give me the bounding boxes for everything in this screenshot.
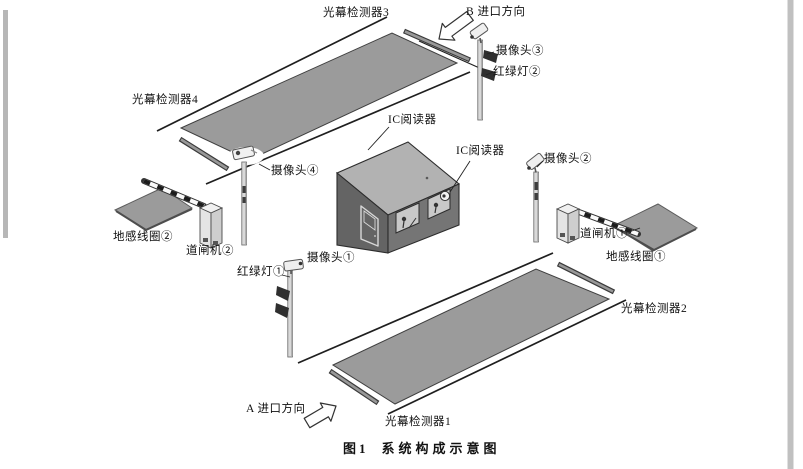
booth-door-icon — [360, 205, 379, 247]
camera-3-icon — [469, 22, 489, 44]
camera-pole-4 — [228, 145, 264, 246]
barrier-gate-1 — [555, 203, 641, 244]
leader-lines — [258, 51, 641, 278]
traffic-light-2-icon — [481, 50, 498, 81]
lane-a-right-emitter-bar — [556, 261, 616, 295]
figure-caption: 图1 系统构成示意图 — [343, 438, 501, 457]
label-light-curtain-1: 光幕检测器1 — [385, 416, 452, 428]
label-ground-coil-1: 地感线圈① — [606, 251, 666, 263]
label-light-curtain-4: 光幕检测器4 — [132, 94, 199, 106]
label-camera-2: 摄像头② — [544, 153, 592, 165]
ground-coil-1 — [611, 203, 699, 252]
lane-b-end-line — [418, 40, 485, 71]
camera-2-icon — [526, 152, 545, 173]
barrier-gate-2 — [141, 178, 224, 249]
label-entry-b-direction: B 进口方向 — [466, 6, 526, 18]
camera-pole-3 — [469, 22, 498, 121]
label-camera-1: 摄像头① — [307, 252, 355, 264]
ic-reader-device-icon — [439, 190, 451, 202]
label-barrier-gate-2: 道闸机② — [186, 245, 234, 257]
scan-edge-left — [3, 10, 8, 238]
label-camera-3: 摄像头③ — [496, 45, 544, 57]
camera-pole-2 — [526, 152, 545, 243]
figure-caption-title: 系统构成示意图 — [381, 441, 501, 456]
lane-a — [297, 252, 627, 415]
label-traffic-light-2: 红绿灯② — [493, 66, 541, 78]
label-barrier-gate-1: 道闸机① — [580, 228, 628, 240]
roof-vent-dot — [425, 176, 429, 180]
label-traffic-light-1: 红绿灯① — [237, 266, 285, 278]
leader-barrier-gate-1 — [628, 227, 641, 233]
lane-b-right-emitter-bar — [402, 28, 472, 63]
figure-caption-number: 图1 — [343, 441, 369, 456]
label-light-curtain-2: 光幕检测器2 — [621, 303, 688, 315]
camera-pole-1 — [275, 258, 304, 358]
leader-camera-2 — [536, 160, 544, 168]
scan-edge-right — [787, 0, 794, 469]
lane-a-surface — [331, 268, 611, 405]
light-curtain-1-line — [387, 299, 627, 415]
barrier-arm-1-icon — [568, 206, 641, 237]
label-ic-reader-right: IC阅读器 — [456, 145, 505, 157]
light-curtain-upper-line — [297, 252, 554, 364]
lane-b-surface — [179, 32, 459, 161]
leader-traffic-light-1 — [281, 274, 291, 278]
light-curtain-3-line — [156, 16, 388, 132]
lane-b — [156, 16, 485, 185]
booth-window-left — [395, 202, 420, 234]
camera-4-icon — [232, 145, 258, 161]
label-ground-coil-2: 地感线圈② — [113, 231, 173, 243]
toll-booth — [335, 141, 461, 254]
leader-ic-reader-left — [367, 126, 390, 151]
entry-b-arrow-icon — [438, 11, 474, 41]
lane-a-left-emitter-bar — [328, 368, 380, 406]
entry-a-arrow-icon — [303, 402, 337, 429]
ground-coil-2 — [113, 187, 194, 232]
leader-camera-3 — [486, 51, 495, 55]
traffic-light-1-icon — [275, 286, 290, 318]
light-curtain-4-line — [205, 71, 471, 185]
barrier-arm-2-icon — [141, 178, 207, 209]
leader-traffic-light-2 — [485, 71, 494, 76]
label-camera-4: 摄像头④ — [271, 165, 319, 177]
lane-b-left-emitter-bar — [178, 136, 230, 172]
leader-camera-4 — [258, 163, 271, 171]
leader-ic-reader-right — [449, 160, 471, 193]
camera-1-icon — [283, 258, 304, 274]
label-entry-a-direction: A 进口方向 — [246, 403, 306, 415]
label-ic-reader-left: IC阅读器 — [388, 114, 437, 126]
label-light-curtain-3: 光幕检测器3 — [323, 7, 390, 19]
